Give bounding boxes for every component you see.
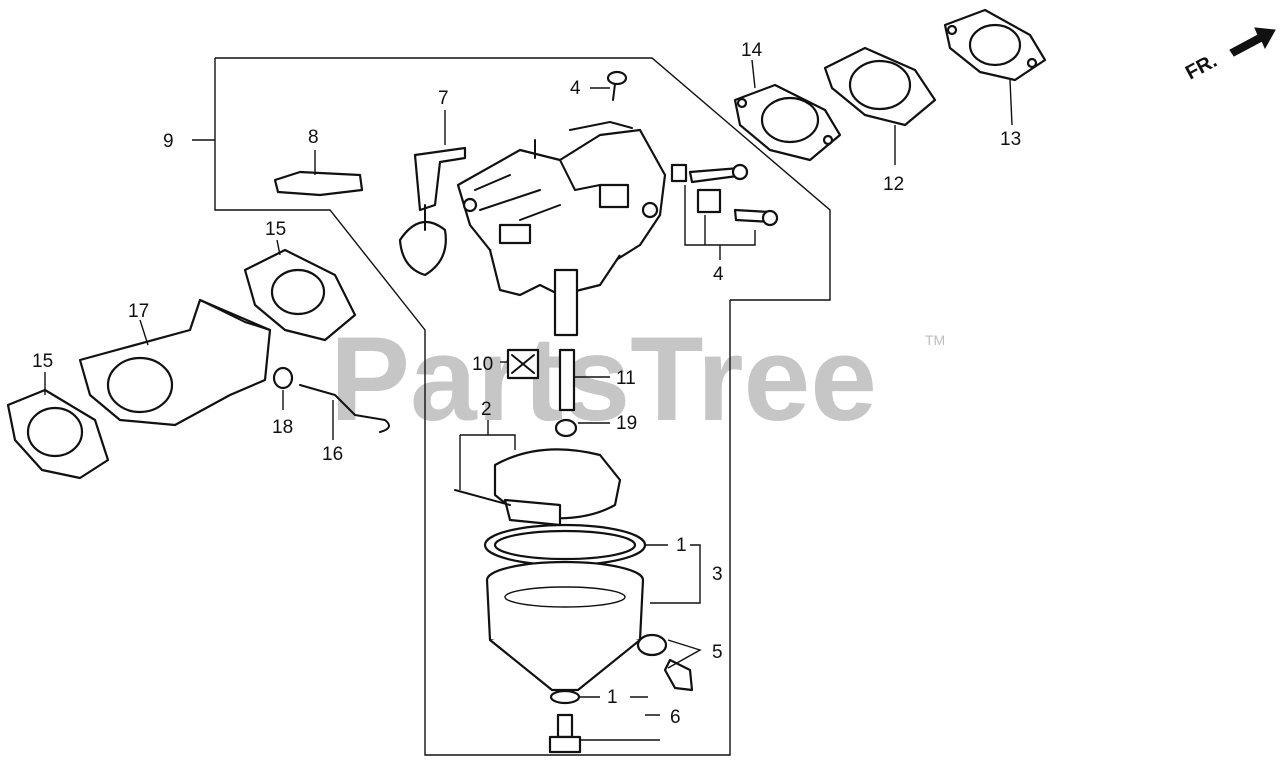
callout-6: 6: [670, 707, 681, 728]
filter-10: [506, 348, 540, 380]
drain-bolt-5: [636, 633, 694, 692]
callout-18: 18: [272, 417, 293, 438]
jet-19: [554, 418, 578, 438]
leader-13: [1009, 79, 1013, 126]
callout-19: 19: [616, 413, 637, 434]
callout-15-upper: 15: [265, 219, 286, 240]
gasket-14: [733, 83, 842, 162]
callout-1-lower: 1: [607, 687, 618, 708]
callout-14: 14: [741, 40, 763, 61]
callout-3: 3: [712, 564, 723, 585]
leader-17: [139, 319, 149, 346]
leader-1-3: [645, 544, 701, 604]
insulator-17: [78, 298, 272, 427]
callout-12: 12: [883, 174, 904, 195]
gasket-15-lower: [6, 388, 110, 480]
callout-15-lower: 15: [32, 351, 53, 372]
watermark-text: PartsTree: [330, 312, 877, 446]
callout-13: 13: [1000, 129, 1021, 150]
callout-4-top: 4: [570, 78, 581, 99]
gasket-15-upper: [243, 248, 357, 342]
front-arrow-icon: [1229, 27, 1276, 57]
carburetor-body: [456, 121, 667, 337]
callout-1-upper: 1: [676, 535, 687, 556]
screw-top: [606, 70, 628, 101]
assembly-outline-lower: [214, 58, 731, 756]
callout-5: 5: [712, 642, 723, 663]
callout-11: 11: [616, 368, 636, 389]
choke-plate: [273, 170, 364, 197]
float-bowl-3: [485, 560, 645, 692]
callout-10: 10: [472, 354, 493, 375]
leader-14: [751, 59, 756, 89]
callout-2: 2: [481, 399, 492, 420]
choke-lever: [398, 146, 467, 277]
gasket-13: [943, 8, 1047, 82]
nozzle-11: [558, 348, 576, 412]
o-ring-upper: [483, 523, 647, 567]
callout-16: 16: [322, 444, 343, 465]
gasket-12: [823, 46, 937, 127]
spring-rod-16: [299, 384, 390, 433]
callout-8: 8: [308, 127, 319, 148]
assembly-outline-upper: [215, 57, 831, 301]
callout-17: 17: [128, 301, 149, 322]
callout-7: 7: [438, 88, 449, 109]
leader-1-6: [580, 696, 660, 716]
front-label: FR.: [1182, 50, 1221, 85]
bolt-6: [548, 713, 582, 754]
float-2: [454, 434, 622, 527]
watermark-trademark: TM: [925, 332, 945, 348]
callout-9: 9: [163, 131, 174, 152]
screws-right: [670, 163, 779, 260]
washer-lower: [549, 689, 581, 705]
nut-18: [272, 366, 294, 390]
front-direction-marker: FR.: [1182, 27, 1276, 85]
leader-15-upper: [276, 239, 281, 256]
leader-5: [667, 639, 702, 669]
callout-4-right: 4: [713, 264, 724, 285]
